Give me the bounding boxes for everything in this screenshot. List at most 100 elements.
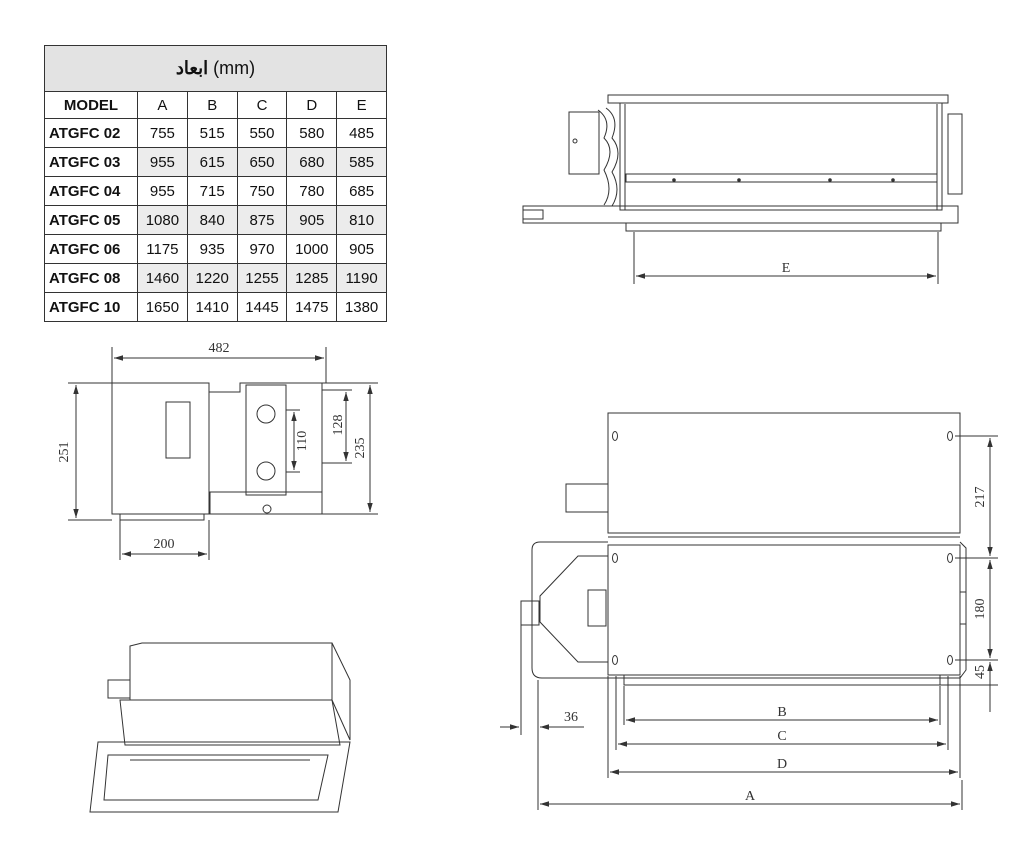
- dimension-cell: 840: [186, 205, 238, 235]
- side-drain: [262, 504, 272, 514]
- front-right-bracket: [947, 113, 963, 195]
- side-base: [209, 491, 323, 515]
- front-control-knob: [572, 138, 578, 144]
- side-dim-235-label: 235: [353, 438, 368, 459]
- model-cell: ATGFC 02: [44, 118, 138, 148]
- top-slot-1: [612, 431, 618, 441]
- front-top-flange: [607, 94, 949, 104]
- side-dim-128-label: 128: [331, 415, 346, 436]
- table-title-persian: ابعاد: [175, 58, 209, 78]
- table-header-b: B: [186, 91, 238, 119]
- top-dim-217-label: 217: [973, 487, 988, 508]
- dimension-cell: 515: [186, 118, 238, 148]
- side-dim-251-label: 251: [57, 442, 72, 463]
- iso-side-panel: [331, 642, 351, 741]
- dimension-cell: 650: [236, 147, 288, 177]
- iso-top-panel: [129, 642, 333, 701]
- dimension-cell: 1190: [336, 263, 387, 293]
- side-body-left: [111, 382, 210, 515]
- side-foot: [119, 513, 205, 521]
- front-bottom-rail: [625, 222, 942, 232]
- iso-duct-stub: [107, 679, 131, 699]
- table-title-unit: (mm): [213, 58, 256, 78]
- top-dim-c-label: C: [777, 729, 786, 744]
- front-base-plate: [522, 205, 959, 224]
- top-lower-panel: [607, 544, 961, 676]
- top-upper-panel: [607, 412, 961, 534]
- dimension-cell: 970: [236, 234, 288, 264]
- model-cell: ATGFC 05: [44, 205, 138, 235]
- dimension-cell: 1380: [336, 292, 387, 322]
- dimension-cell: 955: [137, 147, 188, 177]
- side-dim-200-label: 200: [154, 537, 175, 552]
- top-motor: [587, 589, 607, 627]
- top-dim-36-label: 36: [564, 710, 578, 725]
- top-dim-a-label: A: [745, 789, 756, 804]
- top-slot-4: [947, 553, 953, 563]
- dimension-cell: 580: [286, 118, 338, 148]
- side-coil-top: [256, 404, 276, 424]
- dimension-cell: 1650: [137, 292, 188, 322]
- dimension-cell: 1285: [286, 263, 338, 293]
- dimension-cell: 1410: [186, 292, 238, 322]
- top-slot-3: [612, 553, 618, 563]
- table-header-a: A: [137, 91, 188, 119]
- dimension-cell: 1220: [186, 263, 238, 293]
- front-pipe-left-2: [605, 107, 619, 207]
- front-control-box: [568, 111, 600, 175]
- iso-base-frame: [89, 741, 351, 813]
- side-dim-482-label: 482: [209, 341, 230, 356]
- model-cell: ATGFC 08: [44, 263, 138, 293]
- front-body: [619, 102, 943, 211]
- dimension-cell: 1080: [137, 205, 188, 235]
- top-view: 217 180 45 B C D A 36: [500, 412, 998, 810]
- dimension-cell: 810: [336, 205, 387, 235]
- dimension-cell: 750: [236, 176, 288, 206]
- top-dim-45-label: 45: [973, 665, 988, 679]
- top-right-tab: [959, 591, 967, 625]
- dimension-cell: 715: [186, 176, 238, 206]
- side-coil-bottom: [256, 461, 276, 481]
- side-coil-plate: [245, 384, 287, 496]
- dimension-cell: 875: [236, 205, 288, 235]
- top-dim-d-label: D: [777, 757, 787, 772]
- dimension-cell: 1255: [236, 263, 288, 293]
- side-view: 482 251 200 110 128 235: [57, 341, 378, 560]
- dimension-cell: 1445: [236, 292, 288, 322]
- top-bottom-rail: [623, 674, 941, 686]
- iso-mid-panel: [119, 699, 341, 746]
- top-outlet-stub: [520, 600, 540, 626]
- top-drain-pan: [531, 541, 967, 679]
- side-window: [165, 401, 191, 459]
- dimension-cell: 615: [186, 147, 238, 177]
- model-cell: ATGFC 06: [44, 234, 138, 264]
- dimension-cell: 585: [336, 147, 387, 177]
- top-slot-5: [612, 655, 618, 665]
- table-header-d: D: [286, 91, 338, 119]
- top-slot-6: [947, 655, 953, 665]
- top-duct-stub: [565, 483, 609, 513]
- dimension-cell: 755: [137, 118, 188, 148]
- dimension-cell: 905: [286, 205, 338, 235]
- dimension-cell: 680: [286, 147, 338, 177]
- model-cell: ATGFC 04: [44, 176, 138, 206]
- side-dim-110-label: 110: [295, 431, 310, 451]
- top-dim-b-label: B: [777, 705, 786, 720]
- front-view: E: [522, 94, 963, 284]
- front-dim-e-label: E: [782, 261, 791, 276]
- front-base-tab: [522, 209, 544, 220]
- top-dim-180-label: 180: [973, 599, 988, 620]
- model-cell: ATGFC 10: [44, 292, 138, 322]
- iso-opening: [103, 754, 329, 801]
- front-rail-dots: [672, 178, 895, 182]
